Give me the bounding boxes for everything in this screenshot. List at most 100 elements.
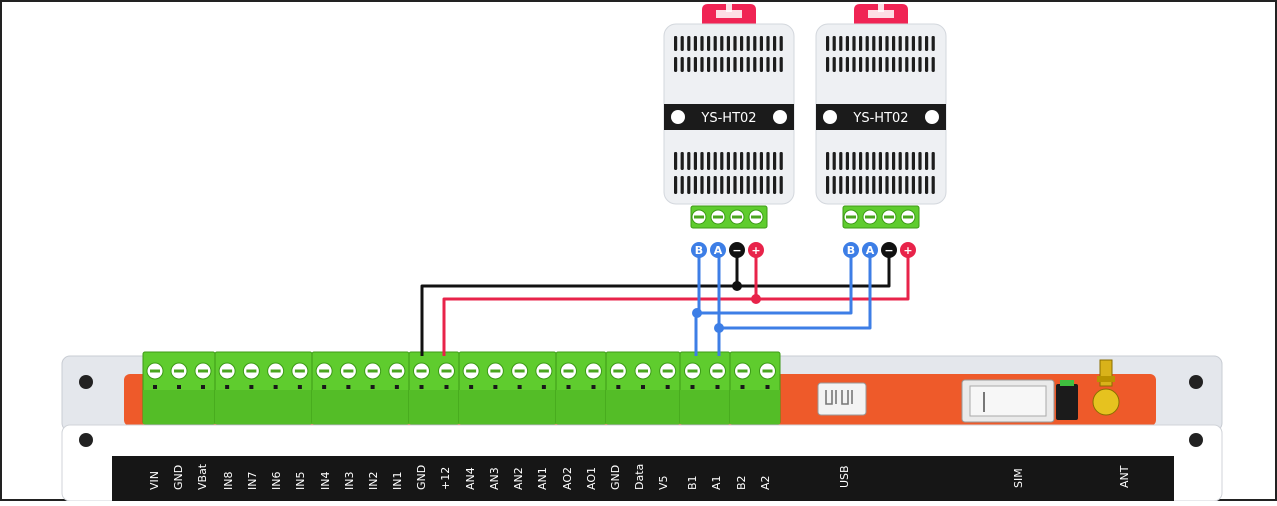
pin-label: B2 <box>735 475 748 490</box>
pin-label: GND <box>415 465 428 490</box>
mount-hole <box>925 110 939 124</box>
terminal-screw <box>560 362 577 389</box>
terminal-screw <box>267 362 285 389</box>
wire-junction <box>692 308 702 318</box>
wire-blue-b <box>694 246 853 356</box>
pin-label: AO2 <box>561 467 574 490</box>
terminal-screw <box>438 362 455 389</box>
terminal-screw <box>339 362 357 389</box>
ant-label: ANT <box>1118 465 1131 488</box>
mount-hole <box>823 110 837 124</box>
terminal-block <box>311 351 410 425</box>
pin-label: GND <box>172 465 185 490</box>
sensor-model-label: YS-HT02 <box>852 111 908 126</box>
wire-marker: + <box>900 242 916 258</box>
terminal-screw <box>734 362 751 389</box>
wires <box>420 246 910 356</box>
pin-label: AN2 <box>512 467 525 490</box>
wire-marker: A <box>710 242 726 258</box>
pin-label: AO1 <box>585 467 598 490</box>
sensor-label-band <box>816 104 946 130</box>
pin-label: B1 <box>686 475 699 490</box>
pin-label: A2 <box>759 475 772 490</box>
usb-label: USB <box>838 465 851 488</box>
wire-marker-label: + <box>903 244 912 257</box>
terminal-screw <box>659 362 677 389</box>
terminal-block <box>458 351 557 425</box>
terminal-block <box>408 351 460 425</box>
terminal-screw <box>388 362 406 389</box>
wire-junction <box>751 294 761 304</box>
terminal-block <box>605 351 681 425</box>
mount-hole <box>671 110 685 124</box>
wire-junction <box>732 281 742 291</box>
terminal-screw <box>511 362 529 389</box>
terminal-screw <box>170 362 188 389</box>
terminal-screw <box>609 362 627 389</box>
terminal-screw <box>462 362 480 389</box>
wire-marker: B <box>691 242 707 258</box>
wire-marker-label: A <box>866 244 875 257</box>
pin-label: IN8 <box>222 472 235 490</box>
sensor-model-label: YS-HT02 <box>700 111 756 126</box>
wire-marker: − <box>881 242 897 258</box>
terminal-block <box>679 351 731 425</box>
terminal-blocks <box>142 351 781 425</box>
pin-label: IN3 <box>343 472 356 490</box>
wire-marker: − <box>729 242 745 258</box>
pin-label: IN2 <box>367 472 380 490</box>
wire-marker-label: B <box>695 244 703 257</box>
pin-label: IN1 <box>391 472 404 490</box>
usb-port <box>817 382 867 416</box>
pin-label: VBat <box>196 463 209 490</box>
wire-marker: + <box>748 242 764 258</box>
pin-label: IN4 <box>319 472 332 490</box>
terminal-screw <box>146 362 164 389</box>
pin-label: AN1 <box>536 467 549 490</box>
pin-label: +12 <box>439 467 452 490</box>
wire-blue-a <box>717 246 872 356</box>
wire-black <box>737 246 891 288</box>
wire-marker-label: − <box>732 244 741 257</box>
terminal-screw <box>585 362 602 389</box>
mount-hole <box>773 110 787 124</box>
wire-red <box>756 246 910 301</box>
sim-label: SIM <box>1012 468 1025 488</box>
sensor-terminal <box>690 205 768 229</box>
terminal-screw <box>759 362 776 389</box>
terminal-block <box>729 351 781 425</box>
terminal-screw <box>486 362 504 389</box>
pin-label: Data <box>633 464 646 490</box>
mount-hole <box>79 433 93 447</box>
mount-hole <box>1189 433 1203 447</box>
antenna-connector <box>1092 359 1120 416</box>
terminal-screw <box>535 362 553 389</box>
pin-label: A1 <box>710 475 723 490</box>
mount-hole <box>79 375 93 389</box>
sensor-terminal <box>842 205 920 229</box>
sensor-label-band <box>664 104 794 130</box>
label-strip <box>112 456 1174 501</box>
sim-slot <box>961 379 1078 423</box>
wire-marker-label: A <box>714 244 723 257</box>
pin-label: VIN <box>148 471 161 490</box>
pin-label: AN4 <box>464 467 477 490</box>
terminal-screw <box>291 362 309 389</box>
wire-marker-label: + <box>751 244 760 257</box>
pin-label: V5 <box>657 475 670 490</box>
terminal-block <box>555 351 607 425</box>
pin-label: IN6 <box>270 472 283 490</box>
terminal-screw <box>364 362 382 389</box>
wire-junction <box>714 323 724 333</box>
mount-hole <box>1189 375 1203 389</box>
terminal-block <box>142 351 216 425</box>
wire-marker-label: B <box>847 244 855 257</box>
wire-marker-label: − <box>884 244 893 257</box>
wire-marker: A <box>862 242 878 258</box>
pin-label: GND <box>609 465 622 490</box>
